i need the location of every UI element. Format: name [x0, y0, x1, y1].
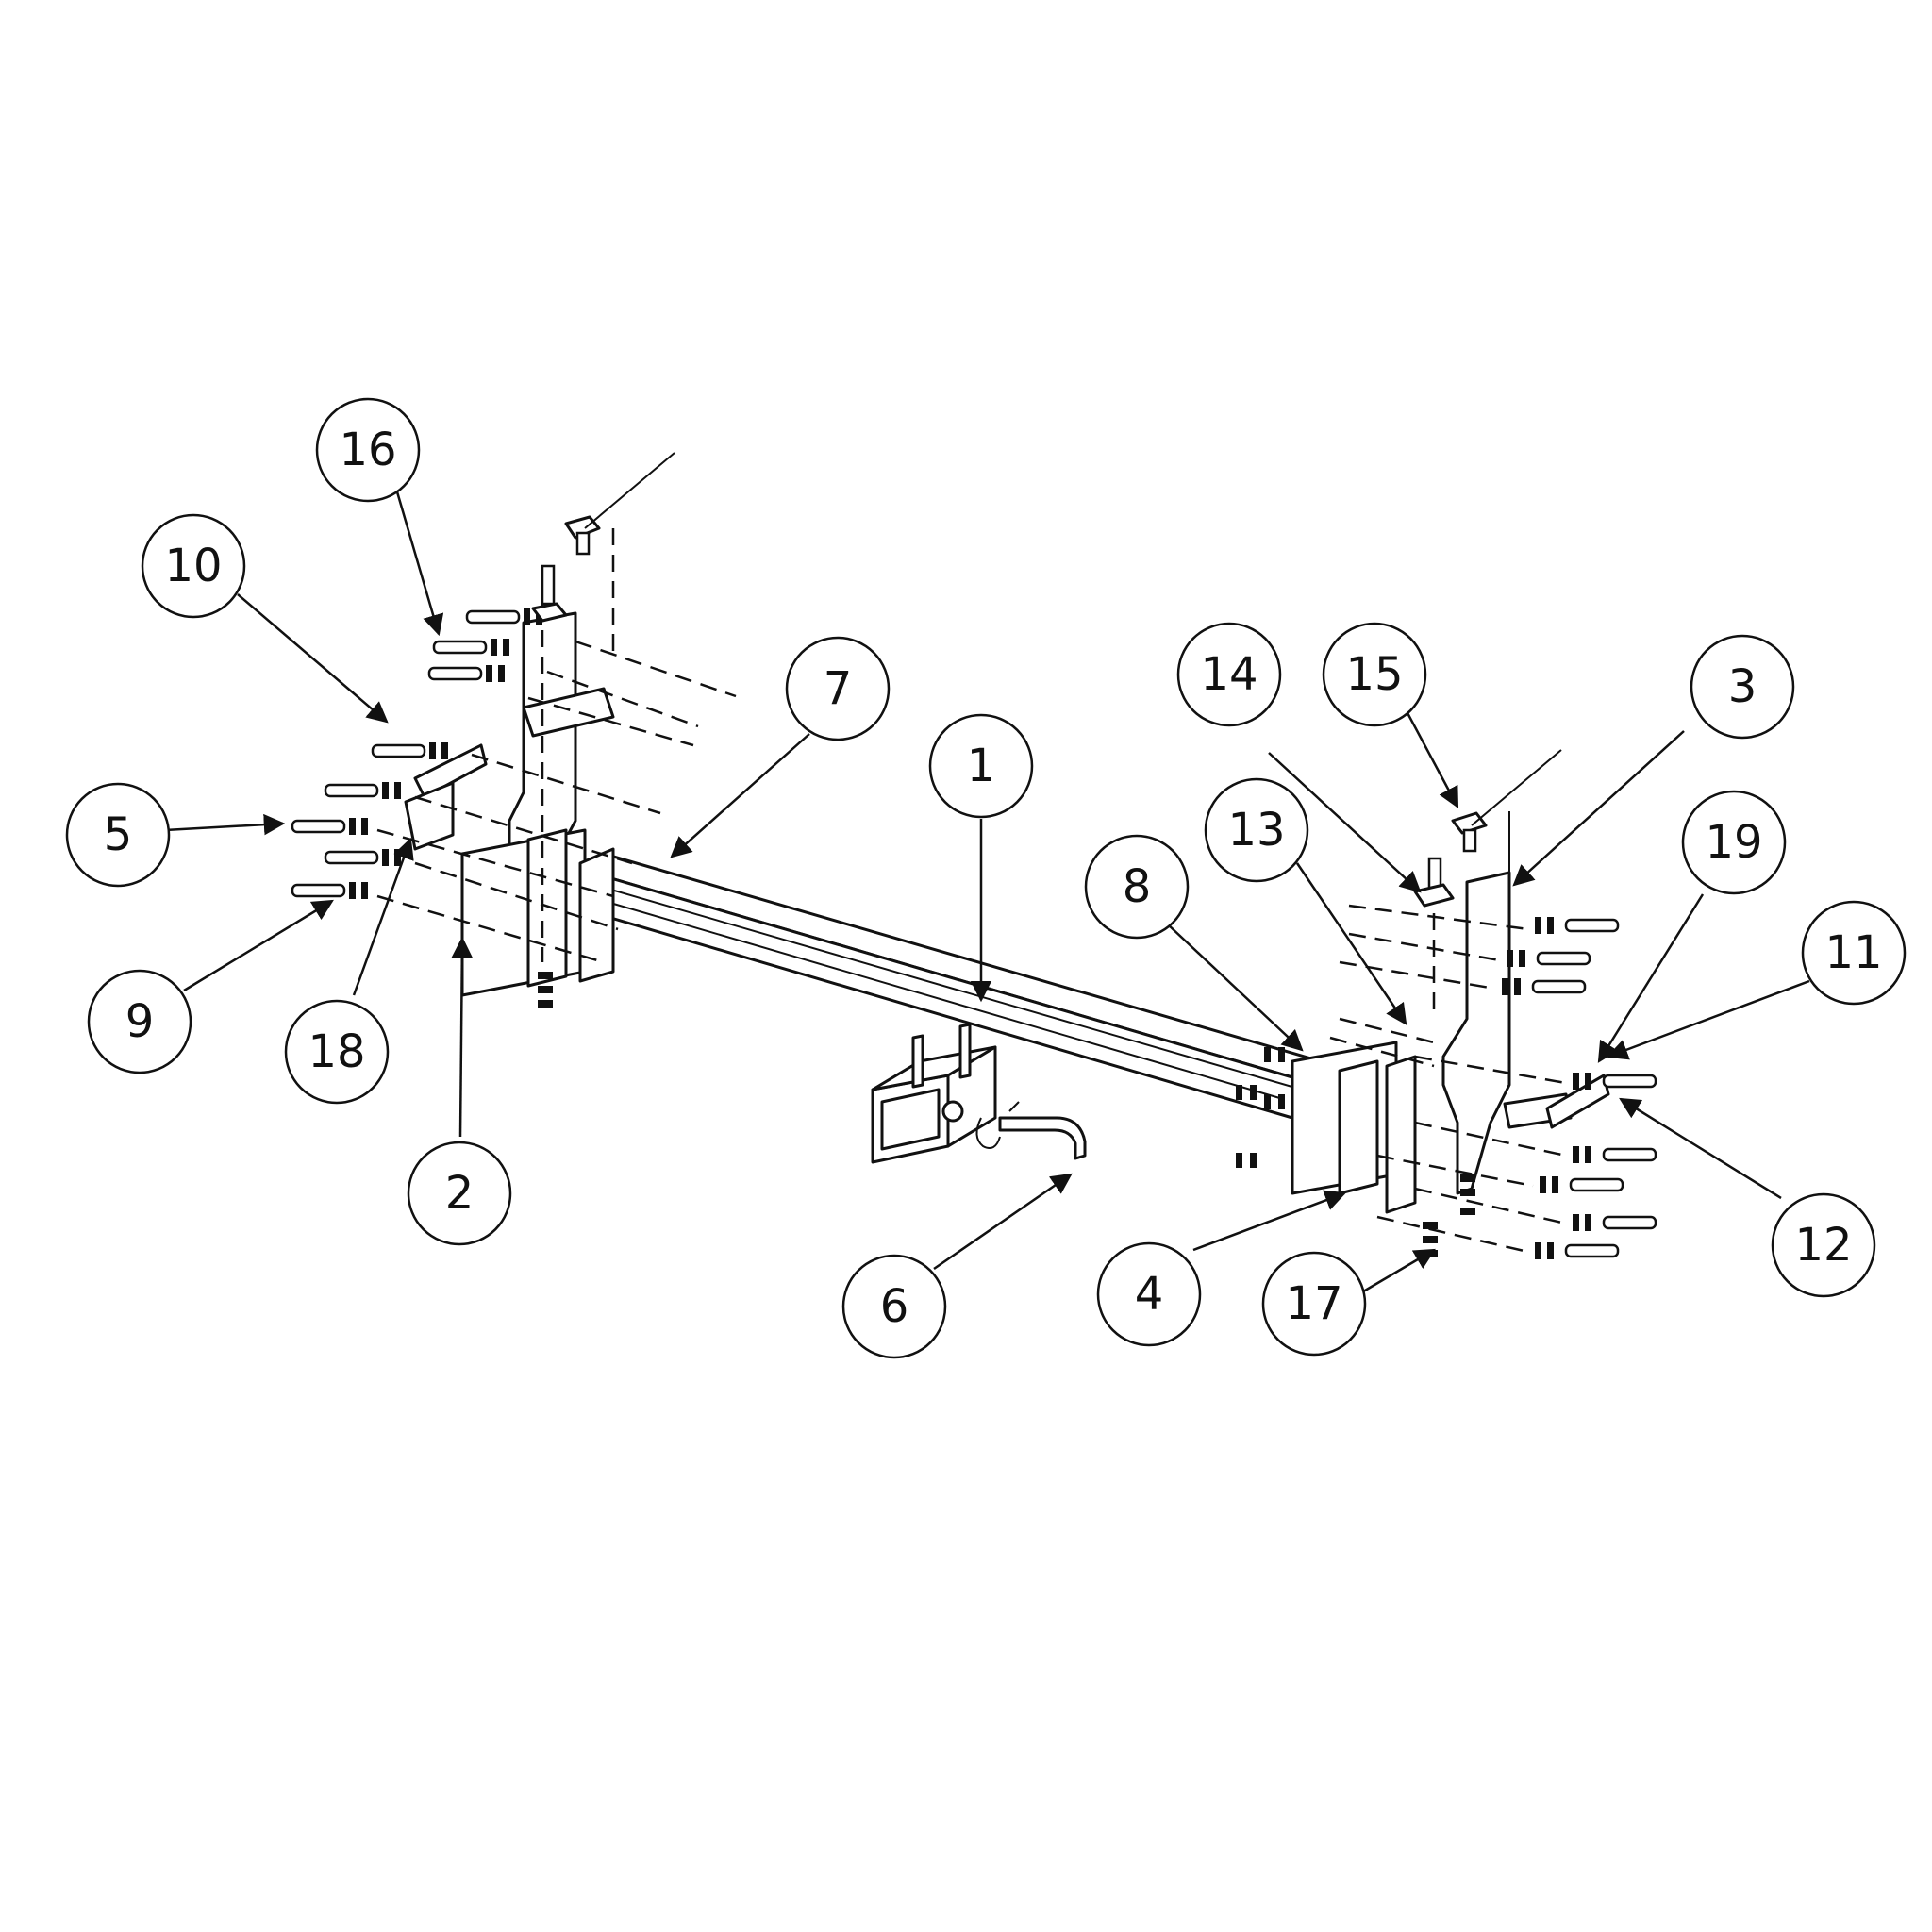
callout-3-label: 3 — [1728, 660, 1757, 713]
callout-11-label: 11 — [1824, 926, 1882, 979]
callout-10: 10 — [141, 513, 246, 619]
callout-10-label: 10 — [164, 540, 222, 592]
left-bolts — [291, 528, 737, 964]
callout-6: 6 — [841, 1254, 947, 1359]
callout-2: 2 — [407, 1141, 512, 1246]
leader-lines — [164, 488, 1810, 1299]
right-bracket — [1291, 871, 1610, 1214]
right-top-hardware — [1413, 749, 1562, 1028]
callout-1: 1 — [928, 713, 1034, 819]
right-bolts — [1236, 887, 1657, 1259]
callout-13: 13 — [1204, 777, 1309, 883]
callout-15: 15 — [1322, 622, 1427, 727]
parts-drawing — [291, 452, 1657, 1259]
callout-19: 19 — [1681, 790, 1787, 895]
callout-7-label: 7 — [824, 662, 853, 715]
left-top-hardware — [531, 452, 675, 623]
receiver-box — [871, 1023, 997, 1164]
callout-4-label: 4 — [1135, 1268, 1164, 1321]
callout-18: 18 — [284, 999, 390, 1105]
callout-5-label: 5 — [104, 808, 133, 861]
callout-19-label: 19 — [1705, 816, 1762, 869]
callout-1-label: 1 — [967, 740, 996, 792]
left-nut-stack — [538, 972, 553, 1008]
callout-17: 17 — [1261, 1251, 1367, 1357]
callout-5: 5 — [65, 782, 171, 888]
callout-12: 12 — [1771, 1192, 1876, 1298]
callout-9-label: 9 — [125, 995, 155, 1048]
callout-17-label: 17 — [1285, 1277, 1342, 1330]
callout-14: 14 — [1176, 622, 1282, 727]
callout-8: 8 — [1084, 834, 1190, 940]
callout-9: 9 — [87, 969, 192, 1074]
callout-13-label: 13 — [1227, 804, 1285, 857]
callout-16: 16 — [315, 397, 421, 503]
hitch-pin — [975, 1101, 1087, 1160]
callout-12-label: 12 — [1794, 1219, 1852, 1272]
callout-6-label: 6 — [880, 1280, 909, 1333]
callout-3: 3 — [1690, 634, 1795, 740]
receiver-cross-tube — [574, 852, 1323, 1120]
callout-15-label: 15 — [1345, 648, 1403, 701]
callout-18-label: 18 — [308, 1025, 365, 1078]
callout-16-label: 16 — [339, 424, 396, 476]
callout-11: 11 — [1801, 900, 1907, 1006]
callout-8-label: 8 — [1123, 860, 1152, 913]
callout-2-label: 2 — [445, 1167, 475, 1220]
callout-4: 4 — [1096, 1241, 1202, 1347]
callout-7: 7 — [785, 636, 891, 741]
callout-14-label: 14 — [1200, 648, 1257, 701]
